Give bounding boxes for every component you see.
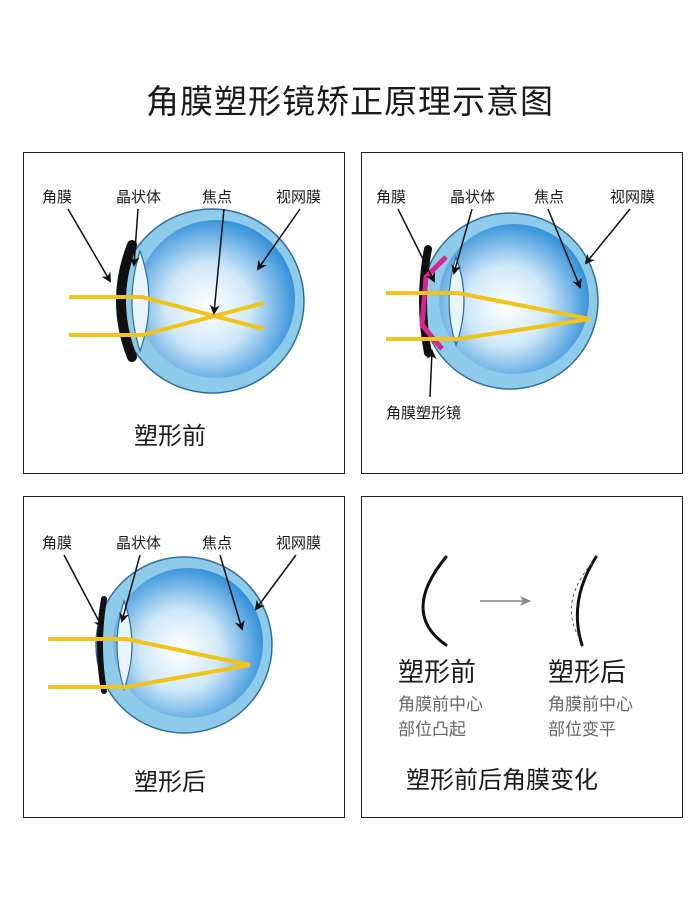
panel-comparison: 塑形前 角膜前中心 部位凸起 塑形后 角膜前中心 部位变平 塑形前后角膜变化	[361, 496, 683, 818]
light-ray-bottom	[48, 663, 251, 689]
arrow-cornea	[397, 208, 435, 283]
comparison-before-title: 塑形前	[398, 658, 477, 688]
label-lens: 晶状体	[116, 188, 162, 206]
comparison-after-desc-1: 角膜前中心	[548, 695, 633, 715]
arrow-lens	[119, 554, 141, 623]
light-ray-top	[48, 637, 251, 667]
comparison-before-desc-2: 部位凸起	[398, 720, 466, 740]
arrow-focus	[547, 208, 582, 289]
eye-diagram-with-lens	[386, 208, 631, 398]
light-ray-bottom	[386, 317, 591, 341]
arrow-focus	[219, 554, 245, 631]
caption-comparison: 塑形前后角膜变化	[406, 766, 598, 794]
cornea-curve-before	[421, 555, 448, 647]
caption-after: 塑形后	[134, 768, 206, 796]
label-lens: 晶状体	[450, 188, 496, 206]
caption-before: 塑形前	[134, 422, 206, 450]
panel-with-lens: 角膜 晶状体 焦点 视网膜 角膜塑形镜	[361, 152, 683, 474]
label-cornea: 角膜	[42, 534, 73, 552]
eyeball-inner	[113, 568, 263, 718]
label-retina: 视网膜	[276, 534, 322, 552]
label-lens: 晶状体	[116, 534, 162, 552]
cornea-comparison-diagram	[421, 555, 598, 647]
arrow-retina	[254, 554, 297, 611]
light-ray-top	[69, 295, 265, 331]
arrow-focus	[209, 208, 225, 315]
eye-diagram-after	[48, 554, 297, 734]
label-cornea: 角膜	[42, 188, 73, 206]
arrow-lens	[451, 208, 473, 275]
comparison-before-desc-1: 角膜前中心	[398, 695, 483, 715]
arrow-retina	[256, 208, 301, 271]
lens-shape	[131, 249, 150, 353]
cornea-shape	[116, 240, 137, 362]
label-ortho-lens: 角膜塑形镜	[386, 404, 462, 422]
label-retina: 视网膜	[276, 188, 322, 206]
arrow-ortho-lens	[426, 349, 437, 398]
arrow-retina	[584, 208, 631, 265]
cornea-curve-after	[575, 555, 598, 647]
label-focus: 焦点	[202, 188, 233, 206]
page-title: 角膜塑形镜矫正原理示意图	[146, 82, 554, 121]
label-focus: 焦点	[534, 188, 565, 206]
arrow-cornea	[63, 554, 103, 629]
panel-before: 角膜 晶状体 焦点 视网膜 塑形前	[23, 152, 345, 474]
comparison-after-title: 塑形后	[548, 658, 627, 688]
arrow-cornea	[67, 208, 112, 283]
comparison-after-desc-2: 部位变平	[548, 720, 616, 740]
lens-shape	[448, 255, 465, 347]
cornea-curve-original-dashed	[570, 562, 593, 640]
eye-diagram-before	[67, 208, 305, 394]
panel-after: 角膜 晶状体 焦点 视网膜 塑形后	[23, 496, 345, 818]
label-focus: 焦点	[202, 534, 233, 552]
label-cornea: 角膜	[376, 188, 407, 206]
label-retina: 视网膜	[610, 188, 656, 206]
cornea-shape	[97, 596, 107, 694]
light-ray-bottom	[69, 301, 265, 337]
arrow-lens	[129, 208, 140, 267]
light-ray-top	[386, 291, 591, 321]
